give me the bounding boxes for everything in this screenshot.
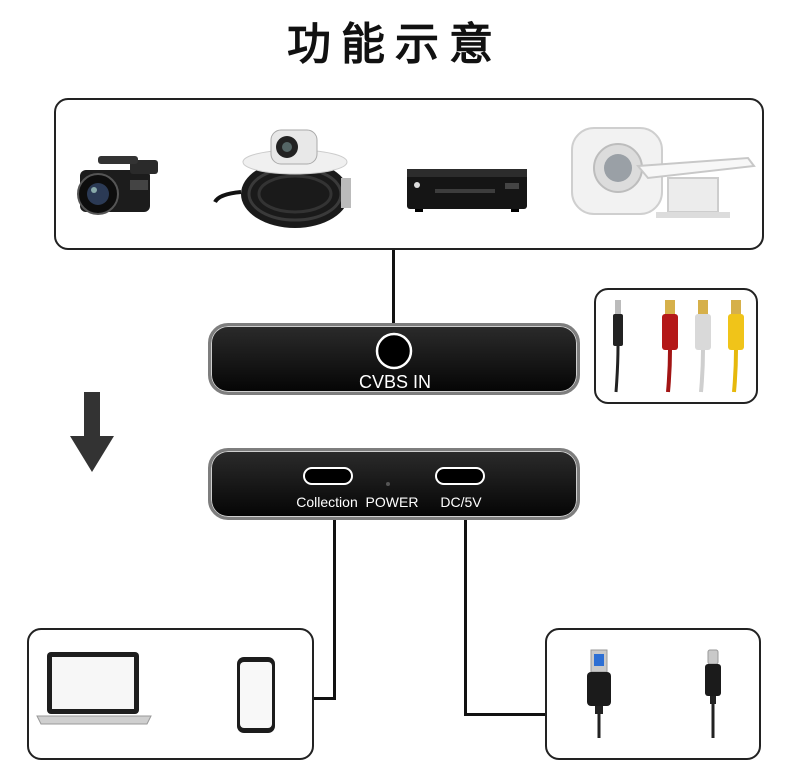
page-title: 功能示意 <box>287 19 503 70</box>
laptop-icon <box>36 652 152 725</box>
connector-line <box>333 520 336 700</box>
connector-line <box>392 250 395 324</box>
underwater-camera-icon <box>213 129 351 228</box>
ct-scanner-icon <box>571 127 756 218</box>
cvbs-port-icon <box>375 332 413 370</box>
collection-label: Collection <box>296 494 358 510</box>
usb-a-cable-icon <box>587 649 611 738</box>
power-label: POWER <box>365 494 419 510</box>
power-led-icon <box>386 482 390 486</box>
camcorder-icon <box>77 156 158 215</box>
usb-c-cable-icon <box>705 649 721 738</box>
cvbs-in-label: CVBS IN <box>358 372 432 392</box>
down-arrow-icon <box>70 392 114 472</box>
usb-cable-box <box>545 628 761 760</box>
connector-line <box>464 520 467 716</box>
usb-c-port-power-icon <box>435 467 485 485</box>
dvd-player-icon <box>407 169 527 212</box>
dc-5v-label: DC/5V <box>440 494 482 510</box>
smartphone-icon <box>237 657 275 733</box>
connector-line <box>313 697 336 700</box>
capture-device-output-side <box>208 448 580 520</box>
av-cable-icon <box>613 300 744 393</box>
usb-c-port-collection-icon <box>303 467 353 485</box>
connector-line <box>464 713 546 716</box>
